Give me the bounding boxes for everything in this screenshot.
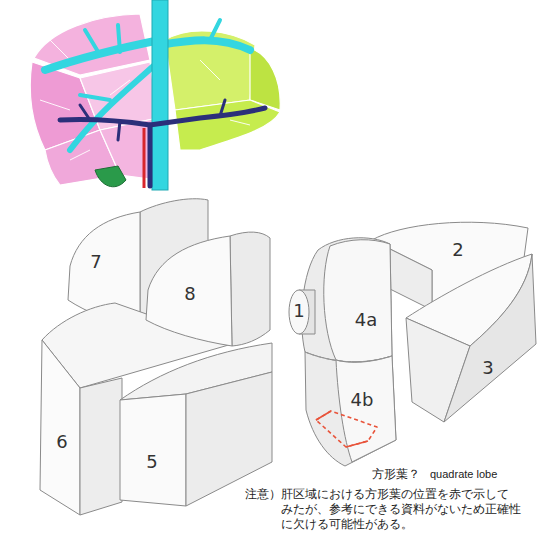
quadrate-lobe-label: 方形葉？ xyxy=(372,467,420,481)
label-holder: quadrate lobe xyxy=(430,468,497,481)
liver-segment: 8 xyxy=(142,226,274,350)
hepatic-artery xyxy=(143,128,146,188)
block-face xyxy=(305,352,396,466)
segment-block xyxy=(116,338,276,510)
gallbladder xyxy=(95,166,126,187)
label-holder: 方形葉？ xyxy=(372,467,420,481)
segment-number: 4b xyxy=(351,390,374,410)
block-face xyxy=(316,411,377,447)
block-face xyxy=(230,232,270,346)
liver-segment: 3 xyxy=(400,250,540,426)
segment-block xyxy=(142,226,274,350)
block-face xyxy=(120,394,186,506)
segment-number: 4a xyxy=(355,310,377,330)
portal-vein xyxy=(60,100,265,186)
segment-number: 3 xyxy=(482,358,493,378)
inferior-vena-cava xyxy=(152,0,168,190)
segment-number: 5 xyxy=(146,452,157,472)
segment-block xyxy=(400,250,540,426)
block-face xyxy=(316,411,368,447)
segment-block xyxy=(298,350,400,470)
liver-segment: 4b xyxy=(298,350,400,470)
note-text: 注意）肝区域における方形葉の位置を赤で示して みたが、参考にできる資料がないため… xyxy=(245,487,543,532)
segment-number: 2 xyxy=(452,240,463,260)
segment-number: 7 xyxy=(90,252,101,272)
block-face xyxy=(40,340,80,515)
segment-number: 6 xyxy=(56,432,67,452)
label-holder: 注意）肝区域における方形葉の位置を赤で示して みたが、参考にできる資料がないため… xyxy=(245,487,543,532)
block-face xyxy=(324,240,392,363)
block-face xyxy=(305,352,392,362)
quadrate-lobe-label: quadrate lobe xyxy=(430,468,497,481)
block-face xyxy=(444,254,536,422)
block-face xyxy=(289,290,309,334)
block-face xyxy=(186,372,272,506)
liver-segment: 5 xyxy=(116,338,276,510)
segment-number: 1 xyxy=(293,301,304,321)
liver-segment: 1 xyxy=(286,286,320,342)
block-face xyxy=(80,378,122,515)
block-face xyxy=(302,238,392,362)
segment-number: 8 xyxy=(184,284,195,304)
